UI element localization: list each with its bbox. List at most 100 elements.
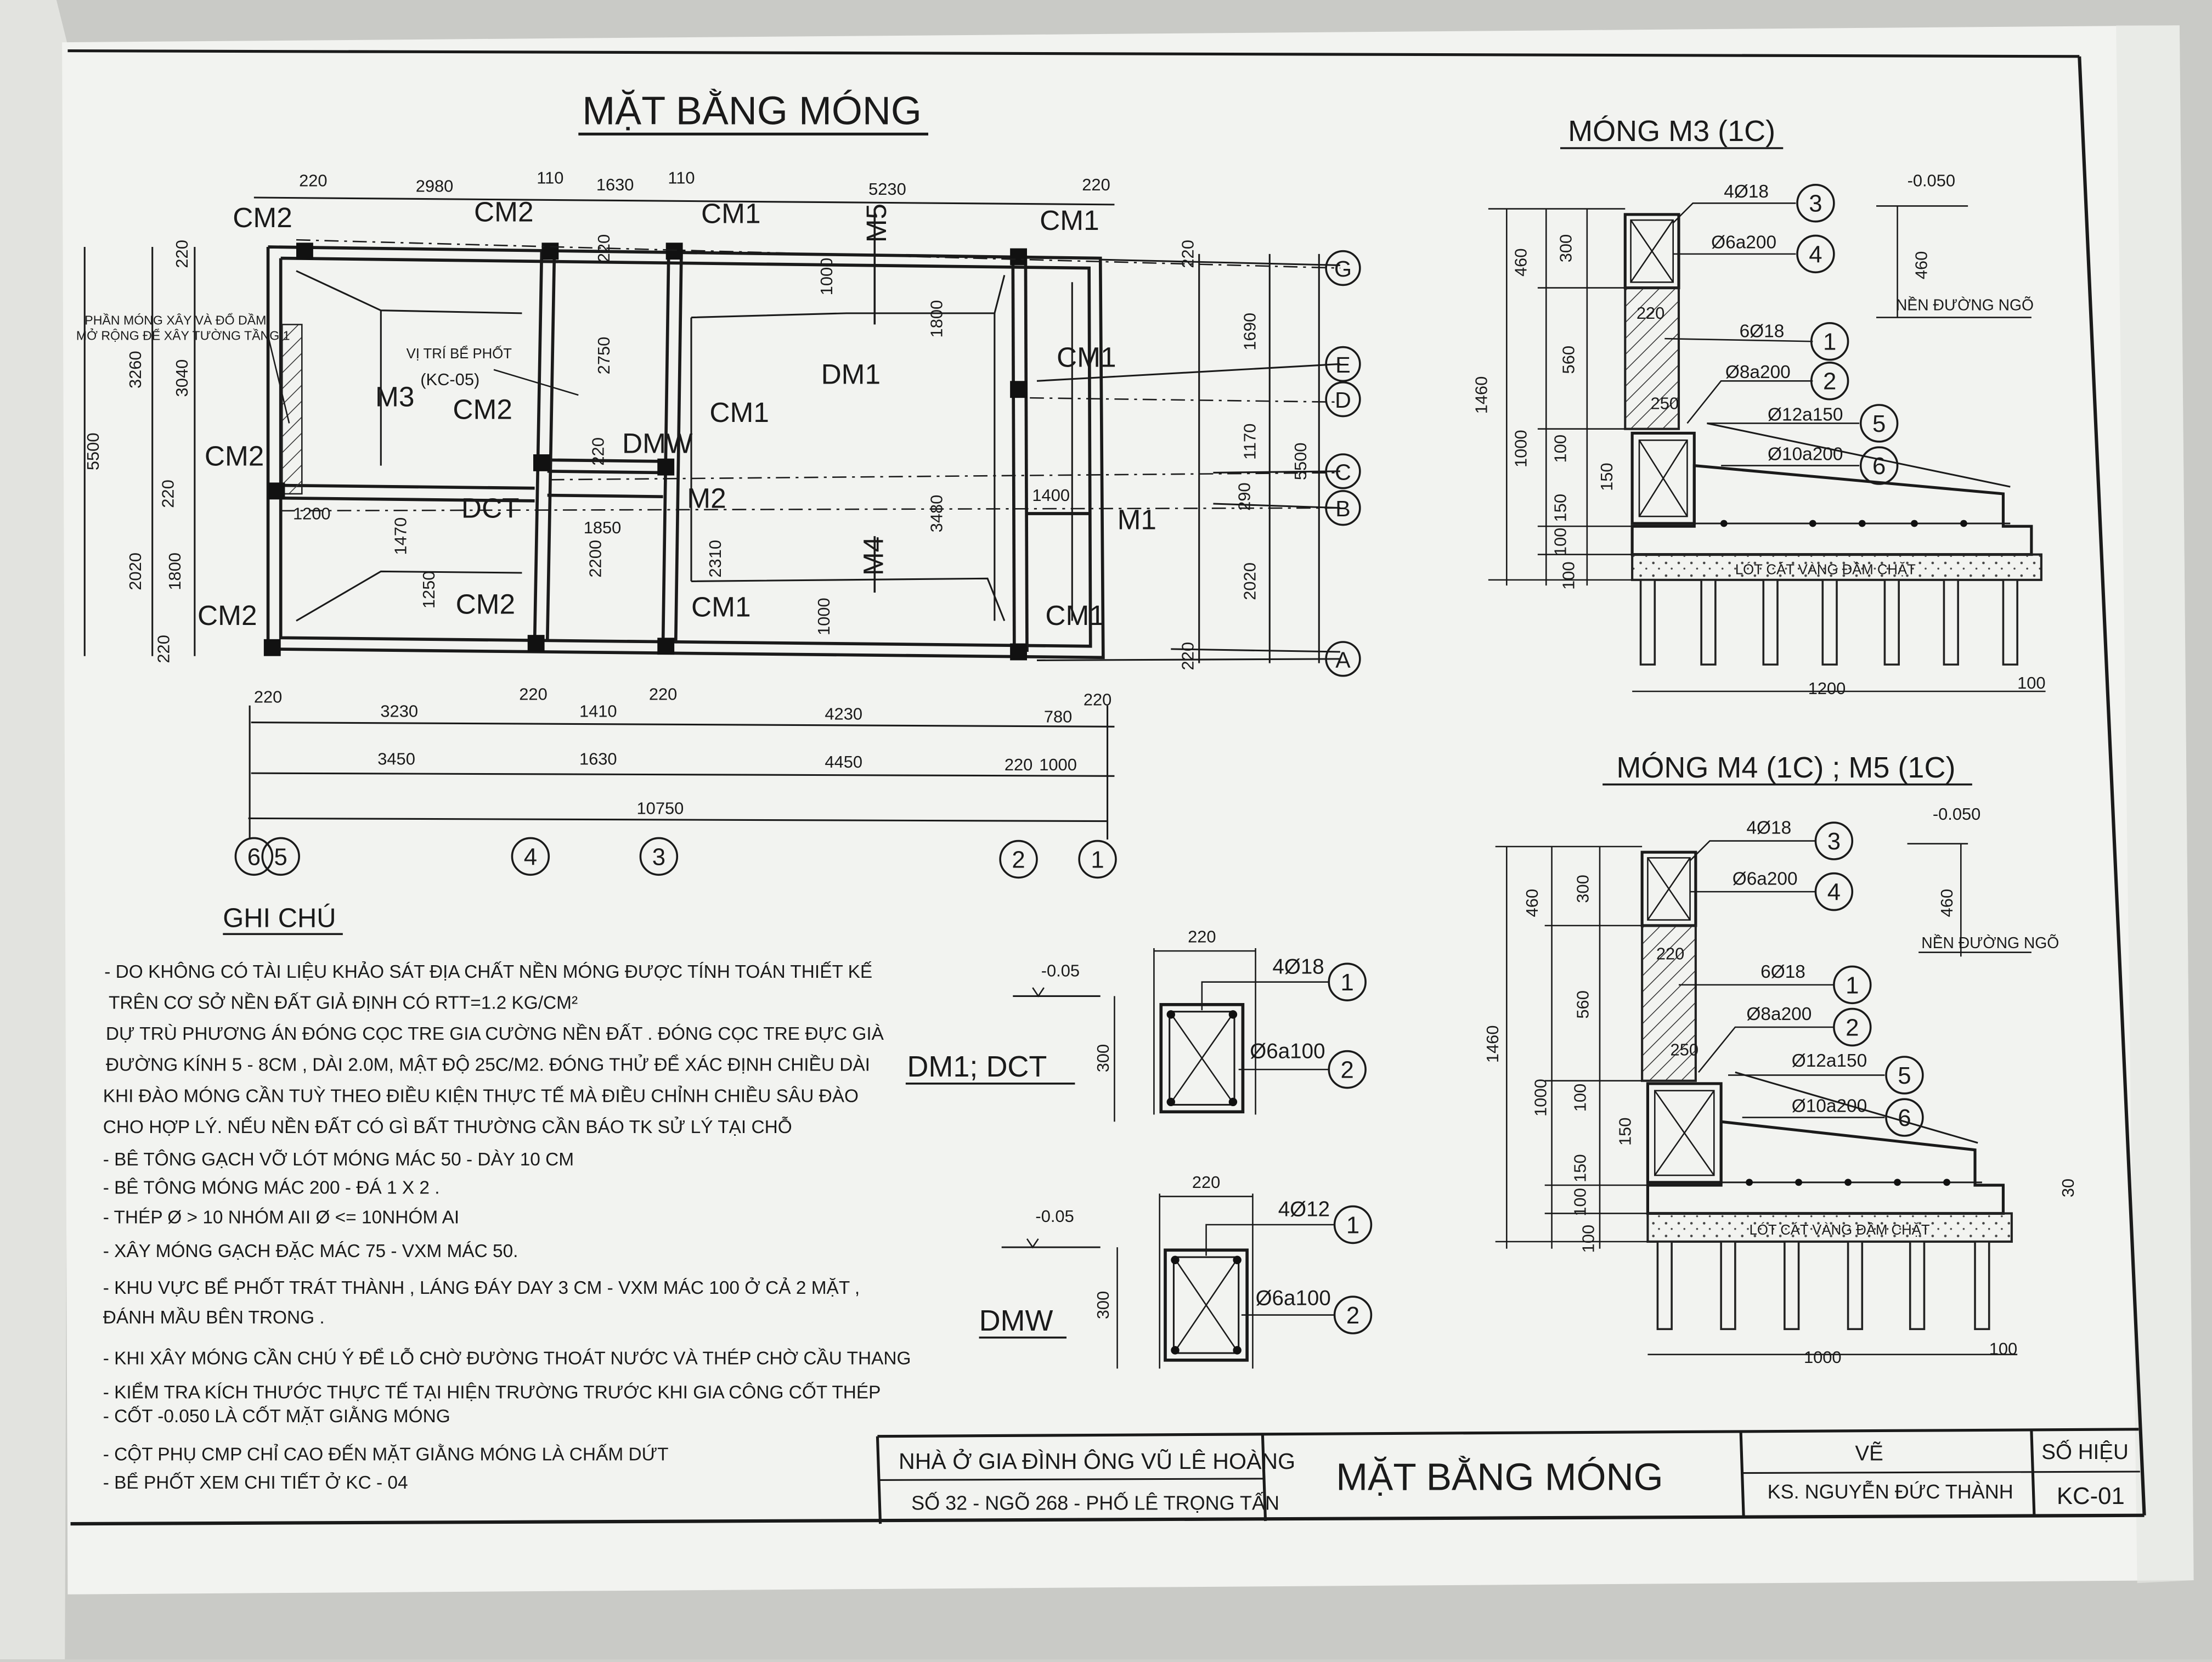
dim-bottom: 220	[1084, 690, 1111, 709]
dim: 560	[1559, 346, 1578, 374]
label-cm2: CM2	[474, 196, 534, 228]
dim: 560	[1573, 990, 1592, 1018]
dim-top: 110	[537, 168, 563, 187]
grid-col-3: 3	[652, 843, 665, 870]
label-cm1: CM1	[691, 591, 751, 623]
dim-interior: 1000	[814, 598, 833, 635]
dim: 1000	[1531, 1079, 1550, 1117]
dim-top: 1630	[596, 175, 634, 194]
dim-left: 220	[154, 635, 173, 663]
dim: 460	[1912, 251, 1931, 279]
dim-interior: 2750	[594, 337, 613, 375]
stirrup-callout: Ø6a100	[1256, 1287, 1331, 1310]
dim: 100	[1570, 1084, 1589, 1112]
title-block: NHÀ Ở GIA ĐÌNH ÔNG VŨ LÊ HOÀNG SỐ 32 - N…	[876, 1428, 2140, 1524]
section-height: 300	[1093, 1291, 1113, 1319]
rebar-callout: 6Ø18	[1740, 322, 1785, 342]
label-m4: M4	[857, 537, 889, 576]
grid-row-e: E	[1335, 352, 1350, 378]
label-cm1: CM1	[709, 396, 769, 428]
callout-number: 2	[1846, 1014, 1859, 1041]
detail-title: MÓNG M4 (1C) ; M5 (1C)	[1616, 751, 1955, 784]
dim: 100	[1550, 528, 1570, 556]
dim-right: 290	[1234, 482, 1254, 510]
wall-note-1: PHẦN MÓNG XÂY VÀ ĐỔ DẦM	[84, 312, 266, 327]
foundation-plan: MẶT BẰNG MÓNG	[76, 88, 1361, 879]
dim-bottom: 4450	[825, 752, 862, 771]
dim: 220	[1656, 944, 1684, 964]
section-name: DM1; DCT	[907, 1050, 1047, 1083]
dim-total: 1460	[1471, 376, 1491, 414]
road-level-label: NỀN ĐƯỜNG NGÕ	[1896, 296, 2034, 314]
grid-row-d: D	[1335, 387, 1351, 413]
label-cm1: CM1	[1040, 204, 1099, 236]
top-bar-callout: 4Ø18	[1272, 955, 1324, 978]
dim-right: 1690	[1240, 313, 1260, 351]
dim-interior: 220	[594, 234, 613, 262]
label-cm2: CM2	[198, 599, 257, 631]
dim: 100	[1570, 1188, 1589, 1216]
notes-block: GHI CHÚ - DO KHÔNG CÓ TÀI LIỆU KHẢO SÁT …	[103, 903, 911, 1492]
dim: 460	[1522, 889, 1542, 917]
page-binding-edge	[0, 0, 71, 1659]
label-cm2: CM2	[205, 440, 264, 472]
dim: 100	[1550, 435, 1570, 463]
dim: 250	[1651, 394, 1679, 413]
dim-left: 1800	[165, 553, 184, 590]
note-line: - BÊ TÔNG GẠCH VỠ LÓT MÓNG MÁC 50 - DÀY …	[103, 1149, 574, 1170]
section-height: 300	[1093, 1044, 1113, 1072]
dim: 100	[1559, 561, 1578, 589]
sheet-frame	[67, 49, 2146, 1526]
rebar-callout: Ø6a200	[1711, 233, 1776, 253]
label-m5: M5	[860, 204, 892, 243]
sheet-number: KC-01	[2057, 1483, 2125, 1509]
note-line: - XÂY MÓNG GẠCH ĐẶC MÁC 75 - VXM MÁC 50.	[103, 1241, 518, 1261]
note-line: - KIỂM TRA KÍCH THƯỚC THỰC TẾ TẠI HIỆN T…	[103, 1381, 881, 1402]
callout-number: 1	[1346, 1212, 1359, 1238]
note-line: - THÉP Ø > 10 NHÓM AII Ø <= 10NHÓM AI	[103, 1207, 459, 1227]
rebar-callout: Ø8a200	[1746, 1004, 1812, 1024]
label-m2: M2	[687, 482, 726, 514]
dim-interior: 1800	[927, 300, 946, 338]
dim-right: 1170	[1240, 424, 1260, 460]
callout-number: 2	[1823, 368, 1836, 395]
grid-row-c: C	[1335, 459, 1351, 484]
grid-col-4: 4	[524, 843, 537, 870]
callout-number: 6	[1898, 1105, 1911, 1131]
dim-interior: 2310	[706, 540, 725, 578]
rebar-callout: Ø6a200	[1733, 869, 1798, 889]
dim-bottom: 780	[1044, 707, 1072, 726]
dim-top: 110	[668, 168, 695, 187]
label-m3: M3	[375, 381, 414, 413]
level-mark: -0.05	[1041, 961, 1080, 980]
dim-right: 220	[1178, 240, 1197, 268]
septic-ref: (KC-05)	[420, 370, 479, 389]
dim-interior: 1000	[817, 258, 836, 296]
dim-bottom: 220	[649, 684, 677, 703]
dim-bottom: 220	[519, 684, 547, 703]
callout-number: 3	[1827, 828, 1841, 855]
wall-note-2: MỞ RỘNG ĐỂ XÂY TƯỜNG TẦNG 1	[76, 328, 290, 343]
label-dct: DCT	[461, 492, 520, 524]
callout-number: 2	[1346, 1302, 1359, 1329]
level-mark: -0.050	[1908, 171, 1955, 190]
dim: 300	[1573, 875, 1592, 903]
rebar-callout: Ø12a150	[1792, 1051, 1867, 1071]
sheet-title: MẶT BẰNG MÓNG	[1336, 1455, 1663, 1498]
detail-title: MÓNG M3 (1C)	[1568, 115, 1775, 148]
dim: 220	[1637, 303, 1664, 323]
detail-offset: 100	[1989, 1339, 2017, 1359]
rebar-callout: Ø10a200	[1768, 444, 1843, 464]
dim: 150	[1570, 1154, 1589, 1182]
dim-bottom: 220	[254, 688, 282, 707]
note-line: - CỘT PHỤ CMP CHỈ CAO ĐẾN MẶT GIẰNG MÓNG…	[103, 1444, 669, 1464]
dim: 150	[1597, 463, 1616, 491]
dim-left: 2020	[126, 553, 145, 590]
label-cm1: CM1	[1057, 341, 1116, 373]
notes-heading: GHI CHÚ	[223, 903, 336, 933]
dim: 150	[1616, 1118, 1635, 1146]
callout-number: 1	[1341, 969, 1354, 996]
label-dmw: DMW	[622, 427, 693, 459]
level-mark: -0.050	[1933, 804, 1980, 824]
